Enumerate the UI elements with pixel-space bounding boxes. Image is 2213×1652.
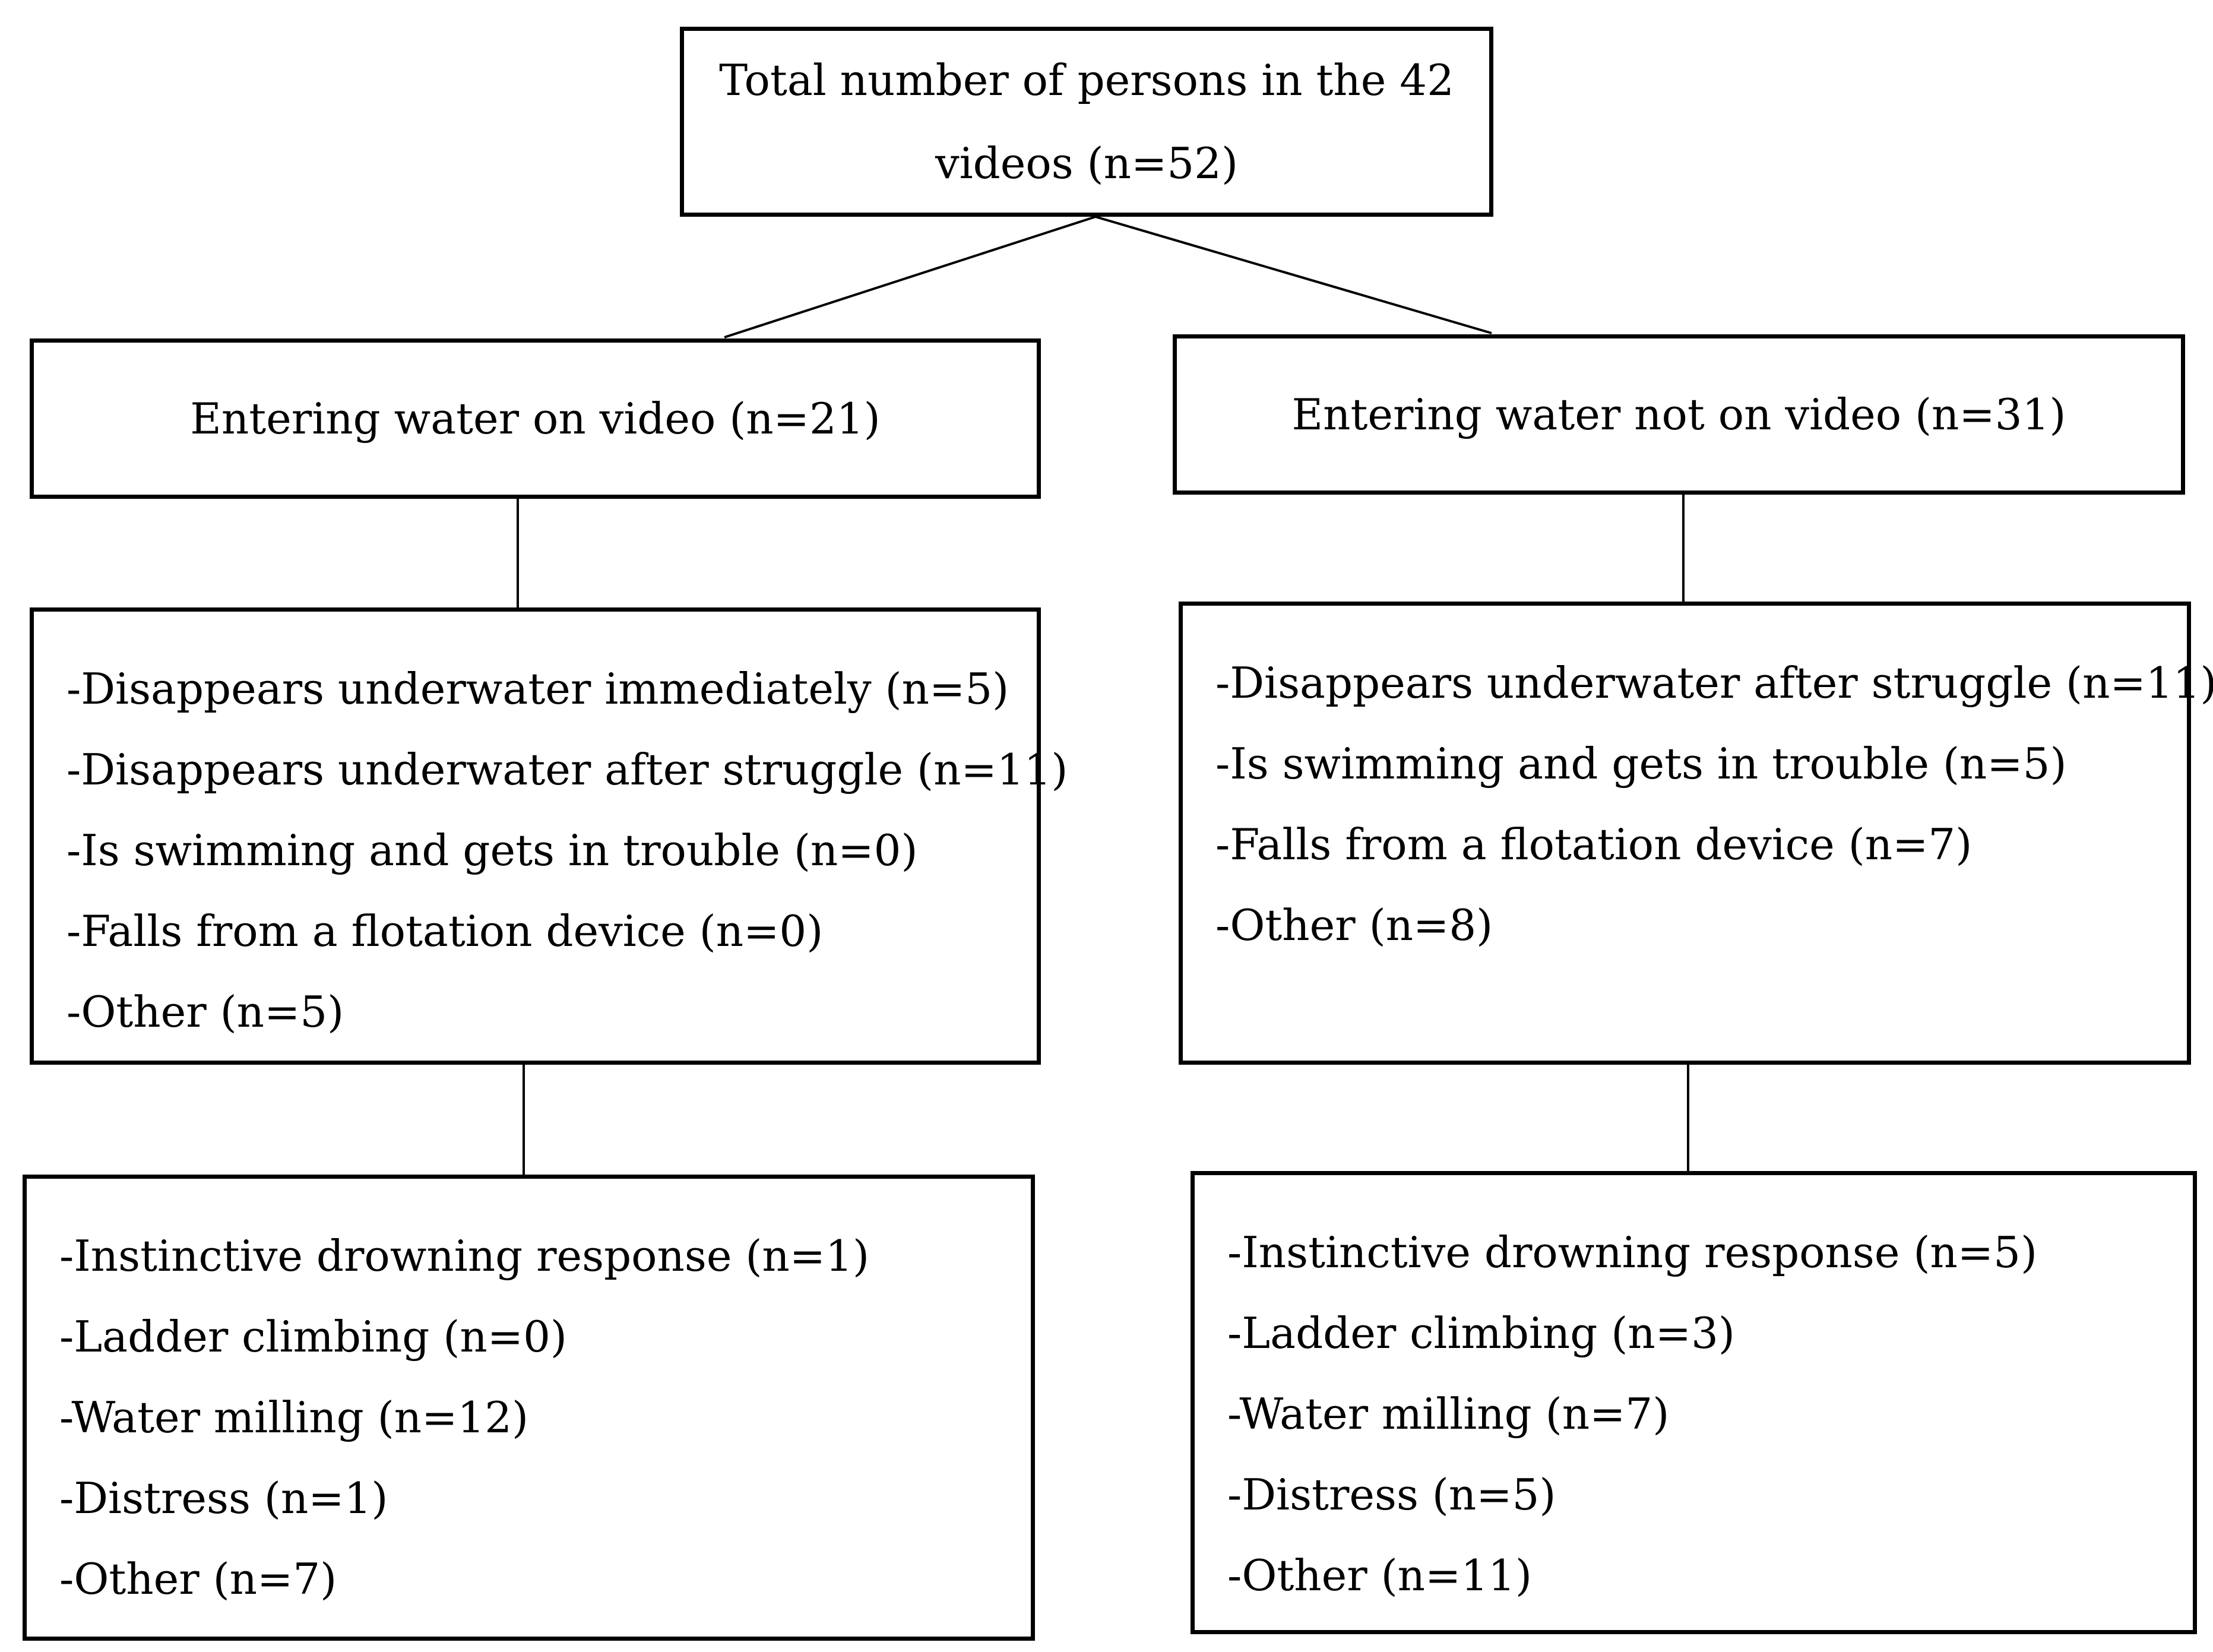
not-on-video-behaviours-box: -Instinctive drowning response (n=5) -La… — [1191, 1171, 2197, 1634]
list-item: -Disappears underwater immediately (n=5) — [67, 664, 1009, 714]
on-video-behaviours-box: -Instinctive drowning response (n=1) -La… — [23, 1175, 1035, 1641]
entering-water-not-on-video-label: Entering water not on video (n=31) — [1291, 390, 2066, 439]
list-item: -Other (n=7) — [59, 1554, 337, 1604]
total-persons-box: Total number of persons in the 42 videos… — [680, 27, 1493, 217]
not-on-video-circumstances-box: -Disappears underwater after struggle (n… — [1179, 602, 2213, 1065]
connector-root-to-not-on-video — [1095, 216, 1492, 334]
list-item: -Ladder climbing (n=0) — [59, 1312, 567, 1362]
entering-water-on-video-box: Entering water on video (n=21) — [30, 338, 1041, 499]
list-item: -Disappears underwater after struggle (n… — [1215, 658, 2213, 708]
list-item: -Is swimming and gets in trouble (n=5) — [1215, 739, 2067, 789]
list-item: -Disappears underwater after struggle (n… — [67, 745, 1068, 795]
list-item: -Distress (n=1) — [59, 1473, 388, 1523]
list-item: -Other (n=8) — [1215, 900, 1493, 950]
total-persons-line-1: Total number of persons in the 42 — [719, 55, 1454, 105]
total-persons-line-2: videos (n=52) — [935, 138, 1239, 188]
connector-root-to-on-video — [724, 216, 1096, 338]
entering-water-on-video-label: Entering water on video (n=21) — [190, 394, 881, 444]
list-item: -Instinctive drowning response (n=1) — [59, 1231, 870, 1281]
list-item: -Water milling (n=12) — [59, 1393, 529, 1442]
list-item: -Instinctive drowning response (n=5) — [1227, 1227, 2038, 1277]
list-item: -Other (n=11) — [1227, 1550, 1533, 1600]
list-item: -Other (n=5) — [67, 987, 344, 1037]
list-item: -Falls from a flotation device (n=7) — [1215, 819, 1973, 869]
on-video-circumstances-box: -Disappears underwater immediately (n=5)… — [30, 607, 1068, 1065]
entering-water-not-on-video-box: Entering water not on video (n=31) — [1173, 334, 2185, 495]
list-item: -Ladder climbing (n=3) — [1227, 1308, 1735, 1358]
list-item: -Distress (n=5) — [1227, 1470, 1556, 1520]
list-item: -Water milling (n=7) — [1227, 1389, 1670, 1439]
list-item: -Is swimming and gets in trouble (n=0) — [67, 825, 918, 875]
list-item: -Falls from a flotation device (n=0) — [67, 906, 824, 956]
